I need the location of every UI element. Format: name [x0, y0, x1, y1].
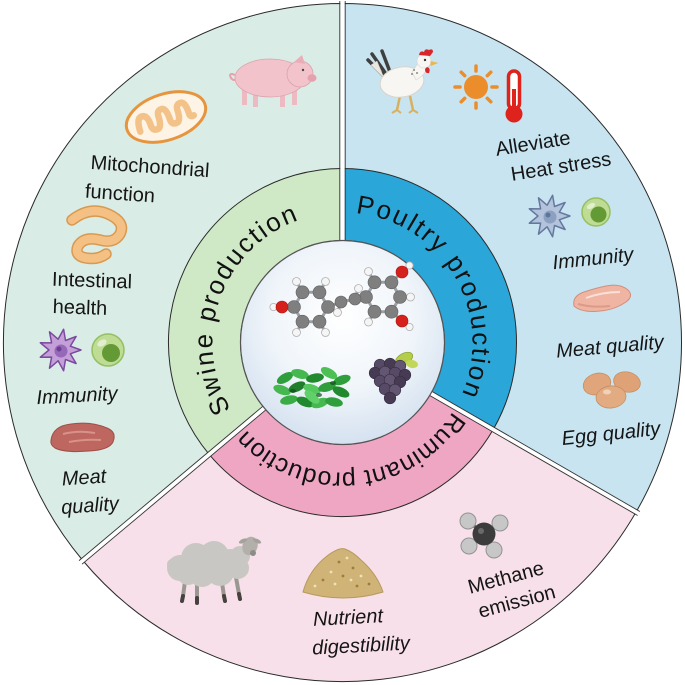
label-health: health: [52, 296, 107, 320]
pork-meat-icon: [50, 422, 115, 453]
eggs-icon: [582, 371, 641, 409]
sector-dividers: [78, 0, 641, 565]
mitochondrion-icon: [124, 90, 208, 144]
sheep-icon: [167, 536, 262, 605]
label-nutrient: Nutrient: [312, 605, 385, 631]
center-circle: [239, 239, 446, 446]
label-function: function: [84, 181, 155, 208]
label-digestibility: digestibility: [312, 632, 412, 659]
chicken-breast-icon: [573, 284, 632, 312]
oxygen-atoms: [275, 265, 409, 328]
resveratrol-molecule-icon: [269, 261, 415, 337]
swine-lymphocyte-icon: [91, 333, 125, 367]
poultry-immune-cell-icon: [528, 194, 571, 238]
methane-molecule-icon: [459, 512, 509, 559]
pig-icon: [229, 55, 317, 107]
label-intestinal: Intestinal: [52, 269, 133, 294]
poultry-lymphocyte-icon: [581, 197, 611, 227]
hen-icon: [366, 49, 439, 114]
grapes-icon: [368, 351, 418, 405]
label-swine-immunity: Immunity: [36, 383, 119, 409]
intestine-icon: [66, 205, 128, 265]
label-swine-meat: Meat: [61, 465, 108, 490]
sun-icon: [453, 64, 499, 110]
carbon-atoms: [287, 275, 407, 329]
feed-pile-icon: [302, 548, 384, 599]
hydrogen-atoms: [269, 261, 415, 337]
label-swine-quality: quality: [60, 493, 120, 519]
thermometer-icon: [505, 69, 523, 123]
knotweed-plant-icon: [273, 367, 351, 409]
swine-immune-cell-icon: [39, 328, 82, 372]
